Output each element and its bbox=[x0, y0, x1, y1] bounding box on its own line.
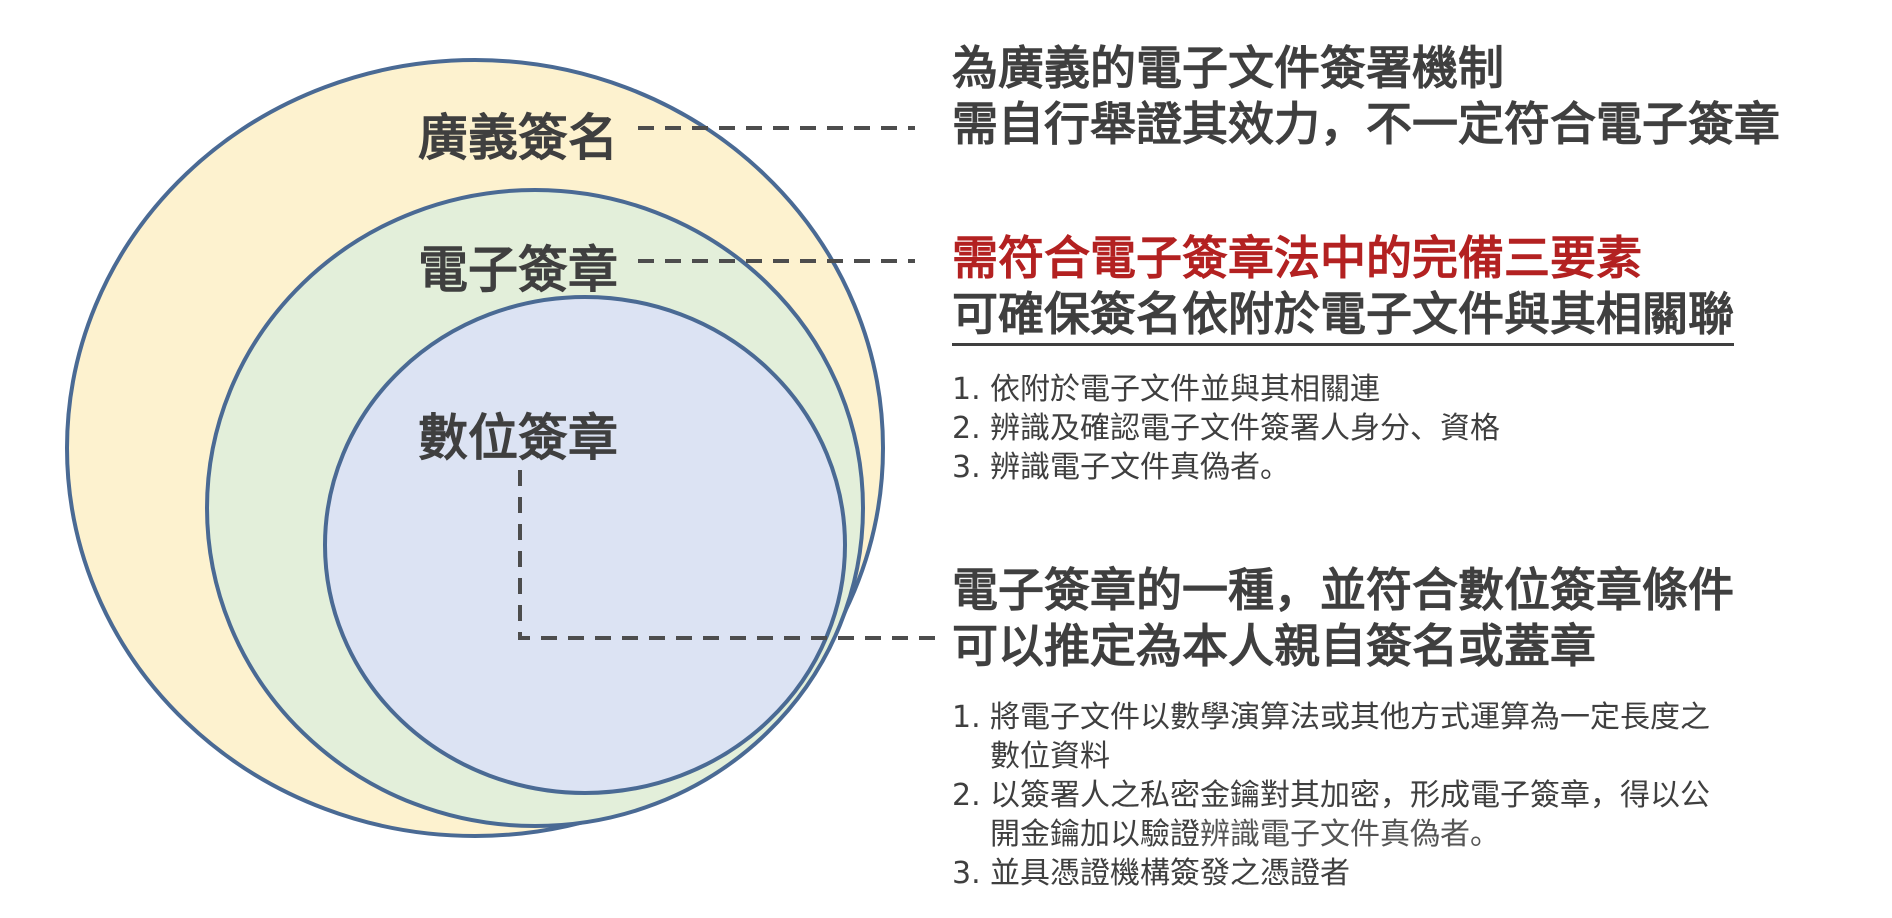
list-item-number: 1. bbox=[952, 372, 981, 407]
inner-circle-digital-signature bbox=[323, 295, 847, 795]
list-item: 1. 依附於電子文件並與其相關連 bbox=[952, 370, 1500, 409]
list-item-line: 並具憑證機構簽發之憑證者 bbox=[990, 856, 1350, 891]
list-item-line: 以簽署人之私密金鑰對其加密，形成電子簽章，得以公 bbox=[990, 778, 1710, 813]
list-item-line-part: 開金鑰加以驗證 bbox=[990, 817, 1200, 852]
electronic-desc-line1: 需符合電子簽章法中的完備三要素 bbox=[952, 231, 1642, 285]
list-item-line: 數位資料 bbox=[990, 739, 1110, 774]
list-item-number: 3. bbox=[952, 856, 981, 891]
connector-digital bbox=[518, 470, 940, 640]
list-item-number: 2. bbox=[952, 411, 981, 446]
list-item-number: 3. bbox=[952, 450, 981, 485]
list-item: 3. 並具憑證機構簽發之憑證者 bbox=[952, 854, 1710, 893]
label-electronic-signature: 電子簽章 bbox=[418, 241, 618, 299]
label-digital-signature: 數位簽章 bbox=[418, 409, 618, 467]
list-item: 2. 辨識及確認電子文件簽署人身分、資格 bbox=[952, 409, 1500, 448]
list-item-number: 2. bbox=[952, 778, 981, 813]
list-item-text: 辨識電子文件真偽者。 bbox=[990, 450, 1290, 485]
list-item: 1. 將電子文件以數學演算法或其他方式運算為一定長度之 數位資料 bbox=[952, 698, 1710, 776]
digital-desc-line1: 電子簽章的一種，並符合數位簽章條件 bbox=[952, 563, 1734, 617]
digital-description: 電子簽章的一種，並符合數位簽章條件 可以推定為本人親自簽名或蓋章 bbox=[952, 562, 1734, 674]
electronic-description: 需符合電子簽章法中的完備三要素 可確保簽名依附於電子文件與其相關聯 bbox=[952, 230, 1734, 346]
digital-conditions-list: 1. 將電子文件以數學演算法或其他方式運算為一定長度之 數位資料 2. 以簽署人… bbox=[952, 698, 1710, 893]
list-item-line-part-gray: 辨識電子文件真偽者。 bbox=[1200, 817, 1500, 852]
electronic-desc-line2: 可確保簽名依附於電子文件與其相關聯 bbox=[952, 286, 1734, 346]
broad-description: 為廣義的電子文件簽署機制 需自行舉證其效力，不一定符合電子簽章 bbox=[952, 40, 1780, 152]
digital-desc-line2: 可以推定為本人親自簽名或蓋章 bbox=[952, 619, 1596, 673]
label-broad-signature: 廣義簽名 bbox=[418, 109, 618, 167]
broad-desc-line2: 需自行舉證其效力，不一定符合電子簽章 bbox=[952, 97, 1780, 151]
list-item: 2. 以簽署人之私密金鑰對其加密，形成電子簽章，得以公 開金鑰加以驗證辨識電子文… bbox=[952, 776, 1710, 854]
list-item-line: 開金鑰加以驗證辨識電子文件真偽者。 bbox=[990, 815, 1710, 854]
list-item-text: 辨識及確認電子文件簽署人身分、資格 bbox=[990, 411, 1500, 446]
broad-desc-line1: 為廣義的電子文件簽署機制 bbox=[952, 41, 1504, 95]
list-item-number: 1. bbox=[952, 700, 981, 735]
list-item-line: 將電子文件以數學演算法或其他方式運算為一定長度之 bbox=[990, 700, 1710, 735]
electronic-desc-line2-text: 可確保簽名依附於電子文件與其相關聯 bbox=[952, 287, 1734, 346]
list-item: 3. 辨識電子文件真偽者。 bbox=[952, 448, 1500, 487]
list-item-text: 依附於電子文件並與其相關連 bbox=[990, 372, 1380, 407]
electronic-elements-list: 1. 依附於電子文件並與其相關連 2. 辨識及確認電子文件簽署人身分、資格 3. 辨識… bbox=[952, 370, 1500, 487]
